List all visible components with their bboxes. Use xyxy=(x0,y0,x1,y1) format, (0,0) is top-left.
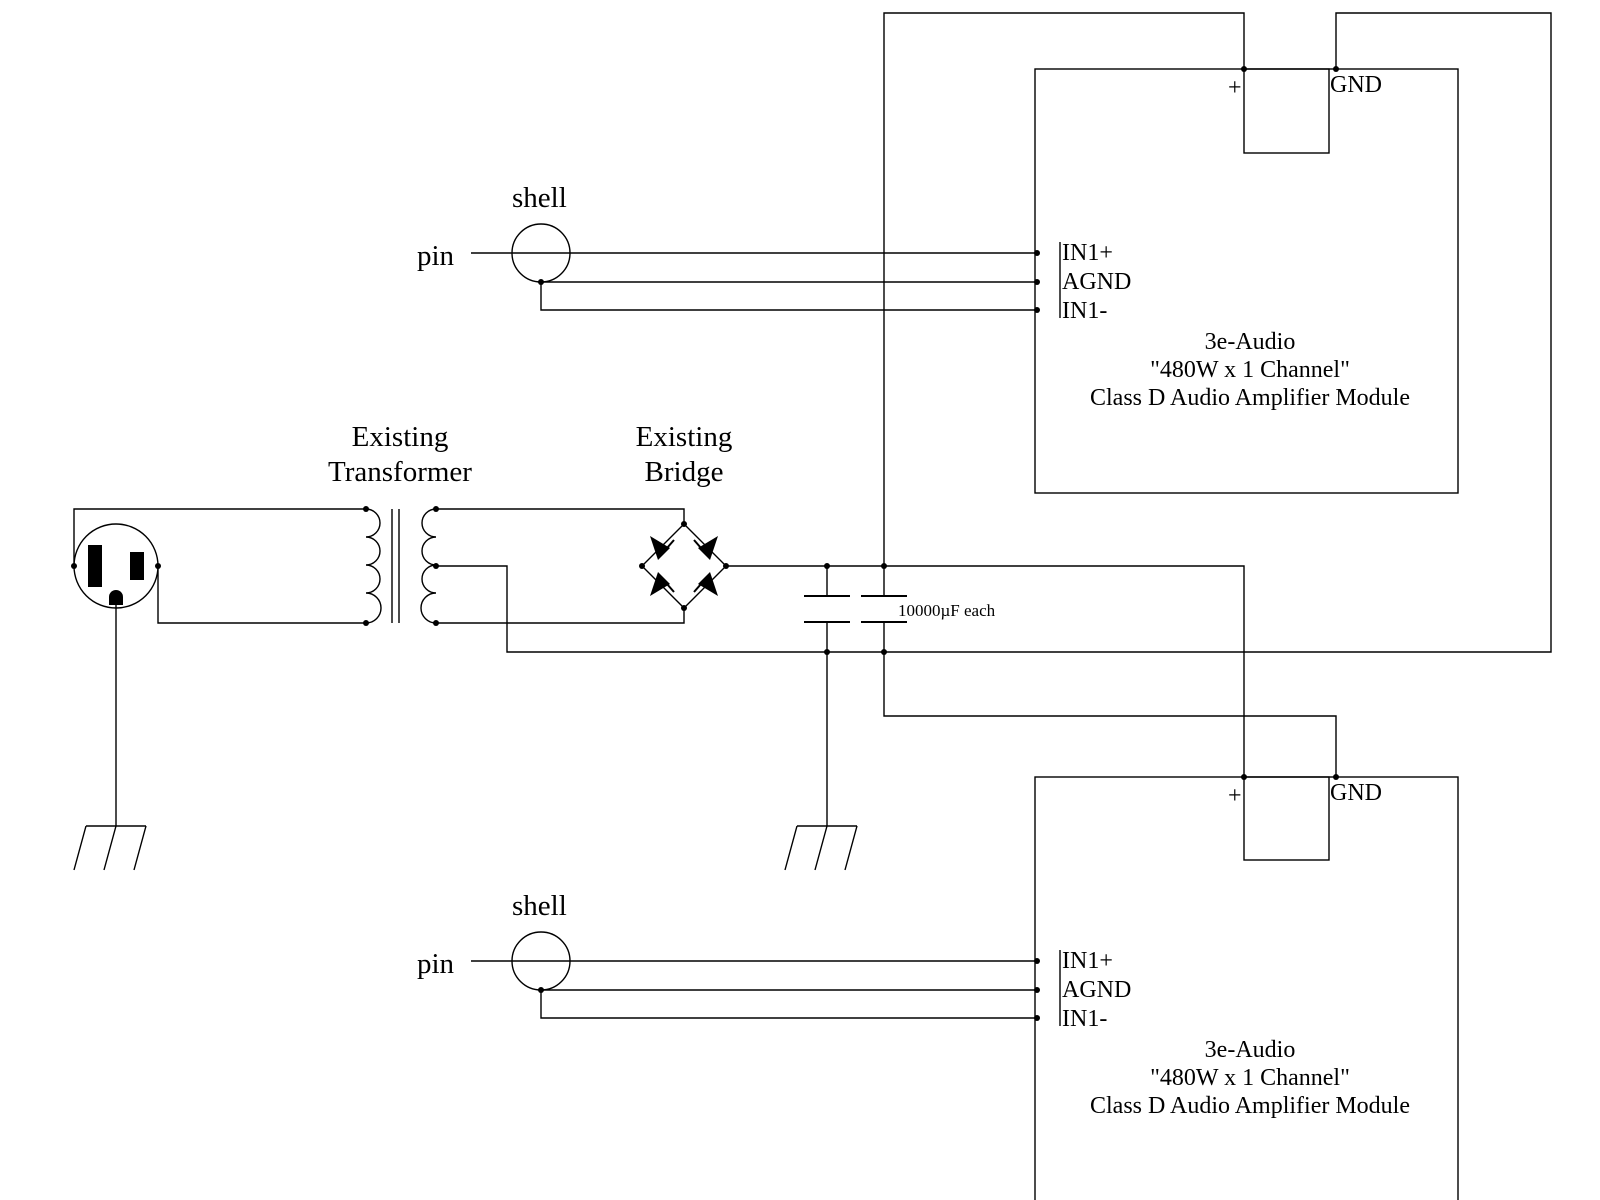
diode-icon xyxy=(698,572,718,596)
node xyxy=(1241,774,1247,780)
node xyxy=(538,987,544,993)
amp-module-bottom-in-minus-label: IN1- xyxy=(1062,1006,1107,1032)
transformer-primary-winding xyxy=(365,508,382,624)
node xyxy=(1034,987,1040,993)
amp-module-top-power-connector xyxy=(1243,68,1330,154)
amp-module-top-gnd-label: GND xyxy=(1330,72,1382,98)
diode-icon xyxy=(650,572,670,596)
node xyxy=(881,649,887,655)
transformer: Existing Transformer xyxy=(328,12,1552,653)
amp-module-bottom-in-plus-label: IN1+ xyxy=(1062,948,1113,974)
amp-module-bottom-title-line1: 3e-Audio xyxy=(1205,1037,1296,1063)
wire-line-to-transformer xyxy=(73,508,366,566)
bridge-outline xyxy=(641,523,727,609)
capacitor-value-label: 10000µF each xyxy=(898,601,996,620)
diode-icon xyxy=(659,575,675,593)
transformer-label-line1: Existing xyxy=(352,421,449,453)
amp-module-top-title-line1: 3e-Audio xyxy=(1205,329,1296,355)
wire-bottom-in-minus xyxy=(540,990,1037,1019)
amp-module-top-title-line2: "480W x 1 Channel" xyxy=(1150,357,1350,383)
node xyxy=(824,649,830,655)
bridge-label-line2: Bridge xyxy=(645,456,724,488)
ac-outlet-hot-slot xyxy=(130,552,144,580)
input-jack-bottom-pin-label: pin xyxy=(417,948,455,980)
wire-neutral-to-transformer xyxy=(157,566,366,624)
amp-module-bottom-title-line2: "480W x 1 Channel" xyxy=(1150,1065,1350,1091)
wire-secondary-bottom-to-bridge xyxy=(436,608,685,624)
earth-ground-center-icon xyxy=(784,825,858,871)
node xyxy=(881,563,887,569)
amp-module-bottom-gnd-label: GND xyxy=(1330,780,1382,806)
amp-module-top-agnd-label: AGND xyxy=(1062,269,1131,295)
wire-top-in-minus xyxy=(540,282,1037,311)
amp-module-top-plus-label: + xyxy=(1228,75,1242,101)
node xyxy=(1034,279,1040,285)
wire-secondary-top-to-bridge xyxy=(436,508,685,524)
wire-ground-to-bottom-module xyxy=(883,652,1337,777)
amp-module-bottom-plus-label: + xyxy=(1228,783,1242,809)
node xyxy=(1034,250,1040,256)
node xyxy=(1241,66,1247,72)
input-jack-top-shell-label: shell xyxy=(512,182,567,214)
amp-module-bottom-power-connector xyxy=(1243,776,1330,861)
node xyxy=(1333,66,1339,72)
node xyxy=(1333,774,1339,780)
amp-module-top: + GND IN1+ AGND IN1- 3e-Audio "480W x 1 … xyxy=(1034,68,1459,494)
ac-outlet-neutral-slot xyxy=(88,545,102,587)
ac-outlet-ground-pin xyxy=(109,590,123,605)
wire-dc-positive-to-top-module xyxy=(883,12,1245,566)
node xyxy=(824,563,830,569)
bridge-rectifier: Existing Bridge xyxy=(636,421,733,611)
node xyxy=(538,279,544,285)
amp-module-bottom-title-line3: Class D Audio Amplifier Module xyxy=(1090,1093,1410,1119)
transformer-label-line2: Transformer xyxy=(328,456,472,488)
bridge-label-line1: Existing xyxy=(636,421,733,453)
amp-module-top-title-line3: Class D Audio Amplifier Module xyxy=(1090,385,1410,411)
input-jack-top-pin-label: pin xyxy=(417,240,455,272)
diode-icon xyxy=(693,575,709,593)
diode-icon xyxy=(659,539,675,557)
ac-outlet xyxy=(71,508,366,826)
diode-icon xyxy=(693,539,709,557)
input-jack-top: shell pin xyxy=(417,182,1040,313)
node xyxy=(639,563,645,569)
dc-supply: 10000µF each xyxy=(726,12,1339,826)
node xyxy=(363,506,369,512)
amp-module-top-in-plus-label: IN1+ xyxy=(1062,240,1113,266)
wire-dc-positive-rail xyxy=(726,565,1245,777)
node xyxy=(1034,307,1040,313)
input-jack-bottom: shell pin xyxy=(417,890,1040,1021)
earth-ground-left-icon xyxy=(73,825,147,871)
node xyxy=(681,605,687,611)
node xyxy=(363,620,369,626)
diode-icon xyxy=(698,536,718,560)
amp-module-bottom-agnd-label: AGND xyxy=(1062,977,1131,1003)
input-jack-bottom-shell-label: shell xyxy=(512,890,567,922)
amp-module-bottom: + GND IN1+ AGND IN1- 3e-Audio "480W x 1 … xyxy=(1034,776,1459,1200)
node xyxy=(1034,958,1040,964)
wire-center-tap-ground-rail xyxy=(436,12,1552,653)
amp-module-top-in-minus-label: IN1- xyxy=(1062,298,1107,324)
node xyxy=(1034,1015,1040,1021)
diode-icon xyxy=(650,536,670,560)
node xyxy=(681,521,687,527)
